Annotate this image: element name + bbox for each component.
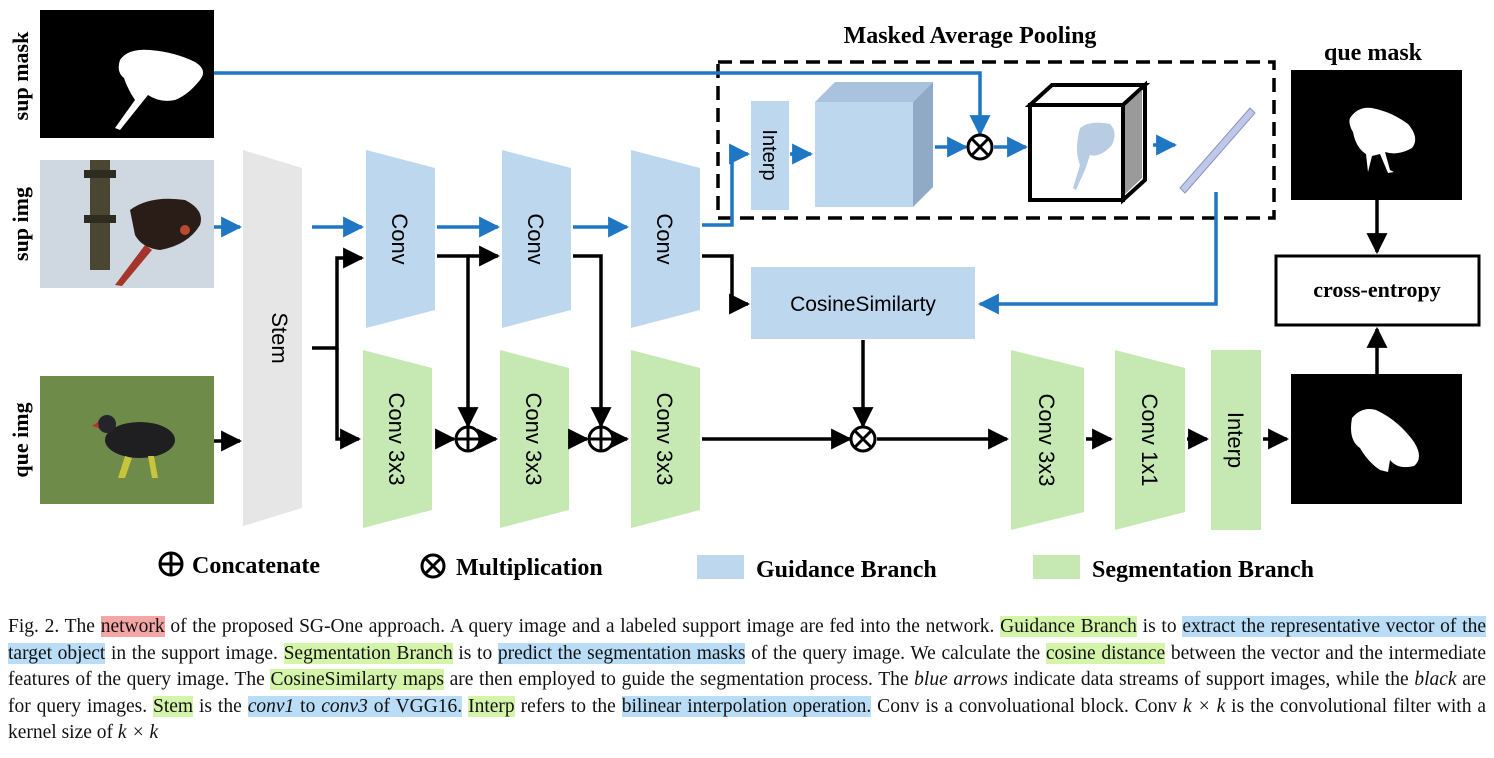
sup-img-image: [40, 160, 214, 288]
multiply-op-query: [849, 425, 877, 453]
que-mask-title: que mask: [1324, 40, 1423, 66]
caption-text: of the query image. We calculate the: [745, 642, 1046, 664]
feature-cube: [815, 82, 933, 207]
caption-text: Conv is a convoluational block. Conv: [871, 695, 1183, 717]
map-title: Masked Average Pooling: [844, 23, 1097, 49]
caption-highlight: CosineSimilarty maps: [270, 669, 444, 690]
guidance-conv-2-label: Conv: [523, 213, 548, 264]
caption-text: of the proposed SG-One approach. A query…: [164, 616, 1001, 637]
map-interp-label: Interp: [758, 129, 780, 180]
seg-conv3x3-1-label: Conv 3x3: [384, 393, 409, 486]
legend-guidance-swatch: [697, 555, 744, 579]
masked-feature-cube: [1024, 80, 1151, 205]
seg-conv3x3-2: [500, 350, 569, 528]
caption-highlight: conv1 to conv3 of VGG16.: [247, 695, 463, 717]
caption-text: in the support image.: [105, 642, 284, 664]
seg-conv3x3-4-label: Conv 3x3: [1034, 394, 1059, 487]
caption-highlight: bilinear interpolation operation.: [621, 695, 872, 717]
caption-highlight: cosine distance: [1045, 642, 1166, 664]
caption-highlight: Segmentation Branch: [283, 642, 453, 664]
map-interp: [751, 101, 789, 210]
caption-text: of VGG16.: [367, 695, 463, 717]
sup-mask-image: [40, 10, 214, 138]
caption-text: are then employed to guide the segmentat…: [443, 669, 915, 690]
que-img-label: que img: [8, 402, 33, 477]
guidance-conv-1: [366, 150, 435, 328]
caption-math: k × k: [117, 722, 159, 743]
caption-text: refers to the: [514, 695, 622, 717]
caption-text: is the convolutional filter with a kerne…: [8, 695, 1487, 744]
legend-concatenate-label: Concatenate: [192, 553, 320, 579]
legend-concatenate-icon: [158, 551, 184, 577]
map-dashed-box: [716, 60, 1276, 220]
stem-block: [243, 150, 302, 526]
pooled-vector: [1179, 107, 1256, 194]
seg-conv3x3-1: [363, 350, 432, 528]
guidance-conv-3-label: Conv: [652, 213, 677, 264]
seg-conv1x1: [1115, 350, 1185, 530]
cosine-similarity-box: [751, 267, 975, 339]
caption-highlight: predict the segmentation masks: [497, 642, 746, 664]
figure-caption: Fig. 2. The network of the proposed SG-O…: [8, 614, 1486, 747]
caption-text: is the: [193, 695, 248, 717]
seg-interp-label: Interp: [1223, 412, 1248, 468]
guidance-conv-2: [502, 150, 571, 328]
caption-text: Fig. 2. The: [8, 616, 101, 637]
sup-img-label: sup img: [8, 187, 33, 261]
caption-text: are for query images.: [8, 669, 1486, 717]
guidance-conv-1-label: Conv: [387, 213, 412, 264]
caption-italic: conv3: [321, 695, 368, 717]
query-stream-arrows: [214, 200, 1388, 452]
cross-entropy-box: [1274, 254, 1481, 327]
caption-italic: blue arrows: [914, 669, 1008, 690]
multiply-op-support: [966, 133, 994, 161]
caption-math: k × k: [1182, 695, 1226, 717]
caption-highlight: Stem: [153, 695, 194, 717]
seg-conv3x3-3: [631, 350, 700, 528]
que-mask-image: [1291, 70, 1462, 200]
caption-text: between the vector and the intermediate …: [8, 642, 1487, 691]
caption-text: to: [294, 695, 322, 717]
caption-italic: conv1: [247, 695, 295, 717]
legend-segmentation-swatch: [1033, 555, 1080, 579]
legend-guidance-label: Guidance Branch: [756, 557, 937, 583]
que-img-image: [40, 376, 214, 504]
caption-text: is to: [452, 642, 498, 664]
prediction-mask-image: [1291, 374, 1462, 504]
stem-label: Stem: [267, 312, 292, 363]
seg-interp: [1211, 350, 1261, 530]
concat-op-1: [454, 425, 482, 453]
caption-italic: black: [1414, 669, 1457, 690]
guidance-conv-3: [631, 150, 700, 328]
cosine-similarity-label: CosineSimilarty: [790, 293, 936, 316]
caption-text: indicate data streams of support images,…: [1007, 669, 1415, 690]
legend-segmentation-label: Segmentation Branch: [1092, 557, 1314, 583]
caption-text: is to: [1136, 616, 1183, 637]
seg-conv3x3-3-label: Conv 3x3: [652, 393, 677, 486]
caption-highlight: Interp: [468, 695, 515, 717]
caption-highlight: Guidance Branch: [1000, 616, 1137, 637]
support-stream-arrows: [214, 71, 1218, 315]
seg-conv3x3-4: [1011, 350, 1084, 530]
cross-entropy-label: cross-entropy: [1313, 277, 1441, 302]
concat-op-2: [587, 425, 615, 453]
seg-conv3x3-2-label: Conv 3x3: [521, 393, 546, 486]
legend-multiplication-label: Multiplication: [456, 555, 603, 581]
legend-multiplication-icon: [420, 553, 446, 579]
sup-mask-label: sup mask: [8, 31, 33, 120]
seg-conv1x1-label: Conv 1x1: [1137, 394, 1162, 487]
caption-highlight: network: [100, 616, 165, 637]
network-diagram: sup mask sup img que img Stem Conv Conv …: [8, 10, 1481, 583]
